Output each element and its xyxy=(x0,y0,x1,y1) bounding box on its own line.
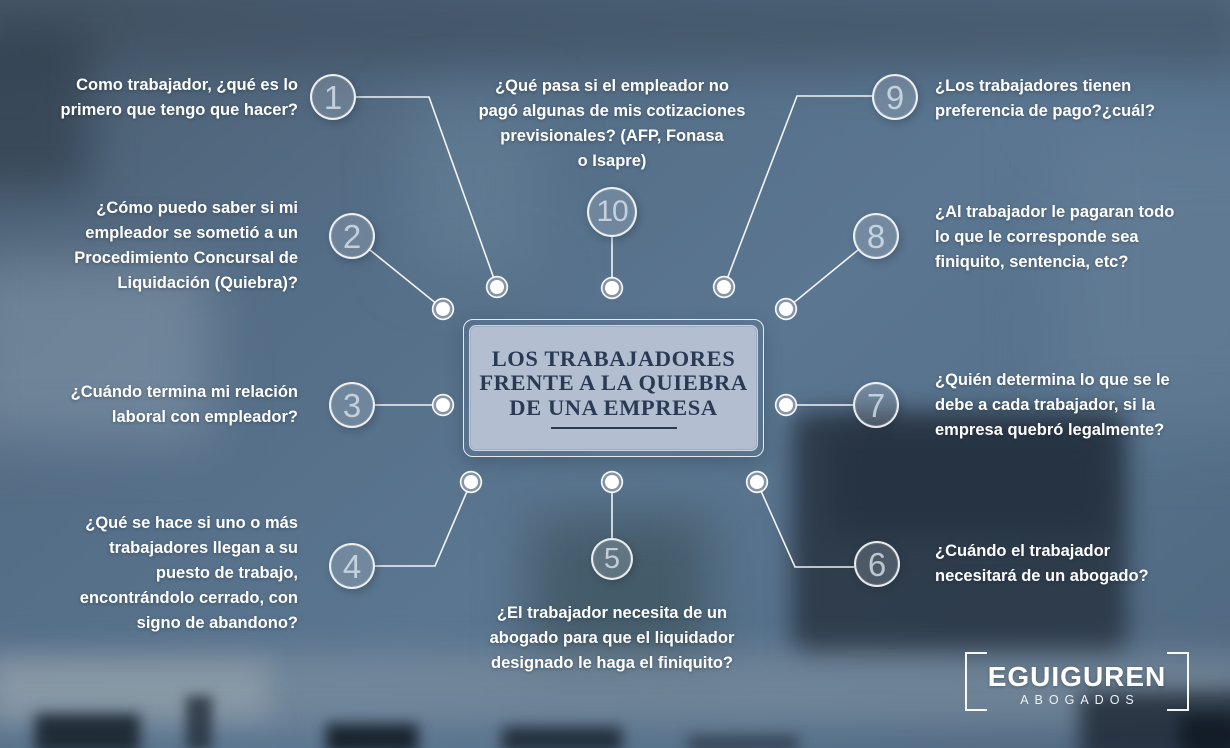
connector-line-2 xyxy=(369,249,444,310)
endpoint-dot-9 xyxy=(717,280,731,294)
connector-line-8 xyxy=(785,249,859,310)
question-1-number: 1 xyxy=(323,78,343,116)
question-5-marker: 5 xyxy=(591,538,633,580)
logo-bracket-left-icon xyxy=(965,652,987,711)
question-10-number: 10 xyxy=(596,195,628,228)
question-7-number: 7 xyxy=(866,386,886,424)
endpoint-dot-10 xyxy=(605,281,619,295)
logo-name: EGUIGUREN xyxy=(987,661,1167,692)
question-7-text: ¿Quién determina lo que se le debe a cad… xyxy=(935,371,1170,439)
endpoint-dot-5 xyxy=(605,475,619,489)
endpoint-dot-1 xyxy=(490,280,504,294)
question-3-marker: 3 xyxy=(329,382,375,428)
connector-line-1 xyxy=(356,96,498,288)
endpoint-dot-4 xyxy=(464,475,478,489)
logo-bracket-right-icon xyxy=(1167,652,1189,711)
question-2-number: 2 xyxy=(342,217,362,255)
question-5-number: 5 xyxy=(603,542,621,575)
question-10-text: ¿Qué pasa si el empleador no pagó alguna… xyxy=(478,77,746,170)
endpoint-dot-8 xyxy=(779,302,793,316)
question-8-marker: 8 xyxy=(853,213,899,259)
question-9-marker: 9 xyxy=(872,74,918,120)
question-6-marker: 6 xyxy=(854,541,900,587)
connector-line-9 xyxy=(723,95,872,288)
brand-logo: EGUIGUREN ABOGADOS xyxy=(965,652,1189,714)
central-panel: LOS TRABAJADORES FRENTE A LA QUIEBRA DE … xyxy=(463,319,764,457)
infographic-title: LOS TRABAJADORES FRENTE A LA QUIEBRA DE … xyxy=(479,345,748,420)
question-4-marker: 4 xyxy=(329,543,375,589)
question-7-marker: 7 xyxy=(853,382,899,428)
question-2-marker: 2 xyxy=(329,213,375,259)
question-5-text: ¿El trabajador necesita de un abogado pa… xyxy=(489,604,735,672)
question-3-number: 3 xyxy=(342,386,362,424)
question-1-text: Como trabajador, ¿qué es lo primero que … xyxy=(60,76,298,119)
question-6-number: 6 xyxy=(867,545,887,583)
question-6-text: ¿Cuándo el trabajador necesitará de un a… xyxy=(935,542,1149,585)
central-panel-inner: LOS TRABAJADORES FRENTE A LA QUIEBRA DE … xyxy=(469,325,758,451)
logo-subtitle: ABOGADOS xyxy=(1020,693,1140,707)
question-8-text: ¿Al trabajador le pagaran todo lo que le… xyxy=(935,203,1175,271)
endpoint-dot-6 xyxy=(750,475,764,489)
title-underline xyxy=(550,427,677,430)
question-4-text: ¿Qué se hace si uno o más trabajadores l… xyxy=(79,514,298,632)
question-2-text: ¿Cómo puedo saber si mi empleador se som… xyxy=(74,199,298,292)
endpoint-dot-7 xyxy=(779,398,793,412)
question-1-marker: 1 xyxy=(310,74,356,120)
question-9-number: 9 xyxy=(885,78,905,116)
connector-line-6 xyxy=(756,481,854,568)
endpoint-dot-3 xyxy=(436,398,450,412)
connector-line-4 xyxy=(375,481,472,567)
endpoint-dot-2 xyxy=(436,302,450,316)
question-4-number: 4 xyxy=(342,547,362,585)
question-10-marker: 10 xyxy=(587,187,637,237)
question-8-number: 8 xyxy=(866,217,886,255)
question-9-text: ¿Los trabajadores tienen preferencia de … xyxy=(935,77,1156,120)
question-3-text: ¿Cuándo termina mi relación laboral con … xyxy=(70,383,298,426)
